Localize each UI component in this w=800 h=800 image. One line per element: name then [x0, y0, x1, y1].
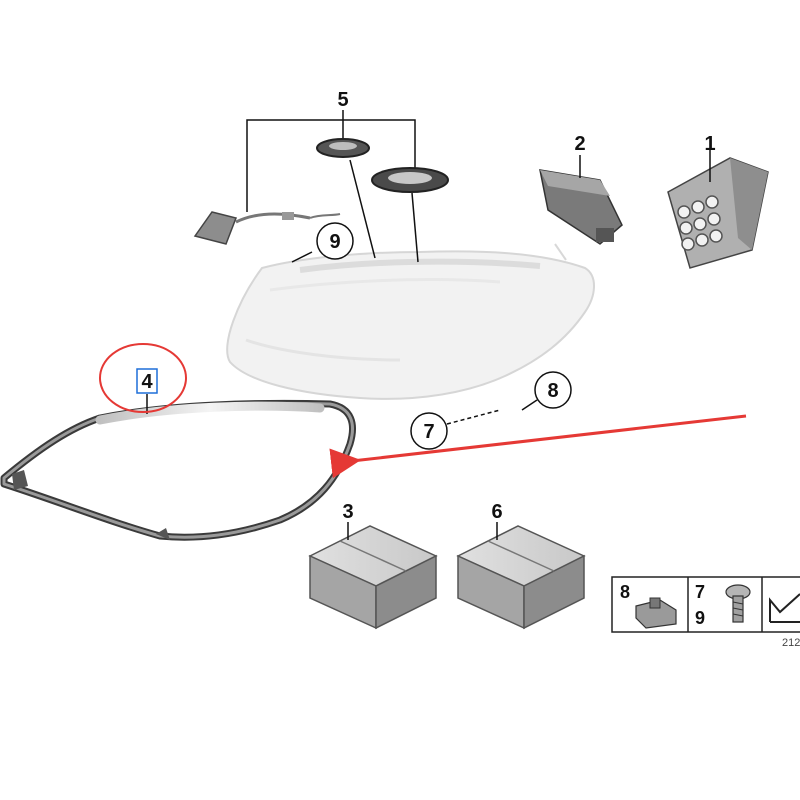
callout-6: 6 [491, 501, 502, 523]
callout-8-circle [534, 371, 572, 409]
callout-9: 9 [329, 231, 340, 253]
callout-2: 2 [574, 133, 585, 155]
control-module-part-2 [539, 155, 623, 245]
clip-nut-icon [635, 597, 677, 629]
callout-4: 4 [141, 371, 153, 393]
figure-number: 212 [782, 637, 800, 649]
highlight-circle [99, 343, 187, 413]
callout-9-circle [316, 222, 354, 260]
bezel-trim-strip [0, 399, 356, 541]
wiring-harness [193, 211, 341, 245]
headlight-lens [226, 243, 595, 400]
hardware-legend: 8 7 9 [611, 576, 800, 633]
led-module-part-1 [667, 150, 769, 269]
callout-5: 5 [337, 89, 348, 111]
callout-7-circle [410, 412, 448, 450]
legend-label-8: 8 [620, 582, 630, 602]
callout-3: 3 [342, 501, 353, 523]
repair-kit-box-part-3 [308, 522, 438, 630]
highlight-arrow [329, 414, 747, 479]
repair-kit-box-part-6 [456, 522, 586, 630]
callout-8: 8 [547, 380, 558, 402]
callout-4-box [136, 368, 158, 394]
callout-1: 1 [704, 133, 715, 155]
callout-7: 7 [423, 421, 434, 443]
part-view-icon [769, 593, 800, 623]
legend-label-7: 7 [695, 582, 705, 602]
legend-label-9: 9 [695, 608, 705, 628]
screw-icon [725, 584, 751, 623]
part-5-group [246, 110, 449, 263]
